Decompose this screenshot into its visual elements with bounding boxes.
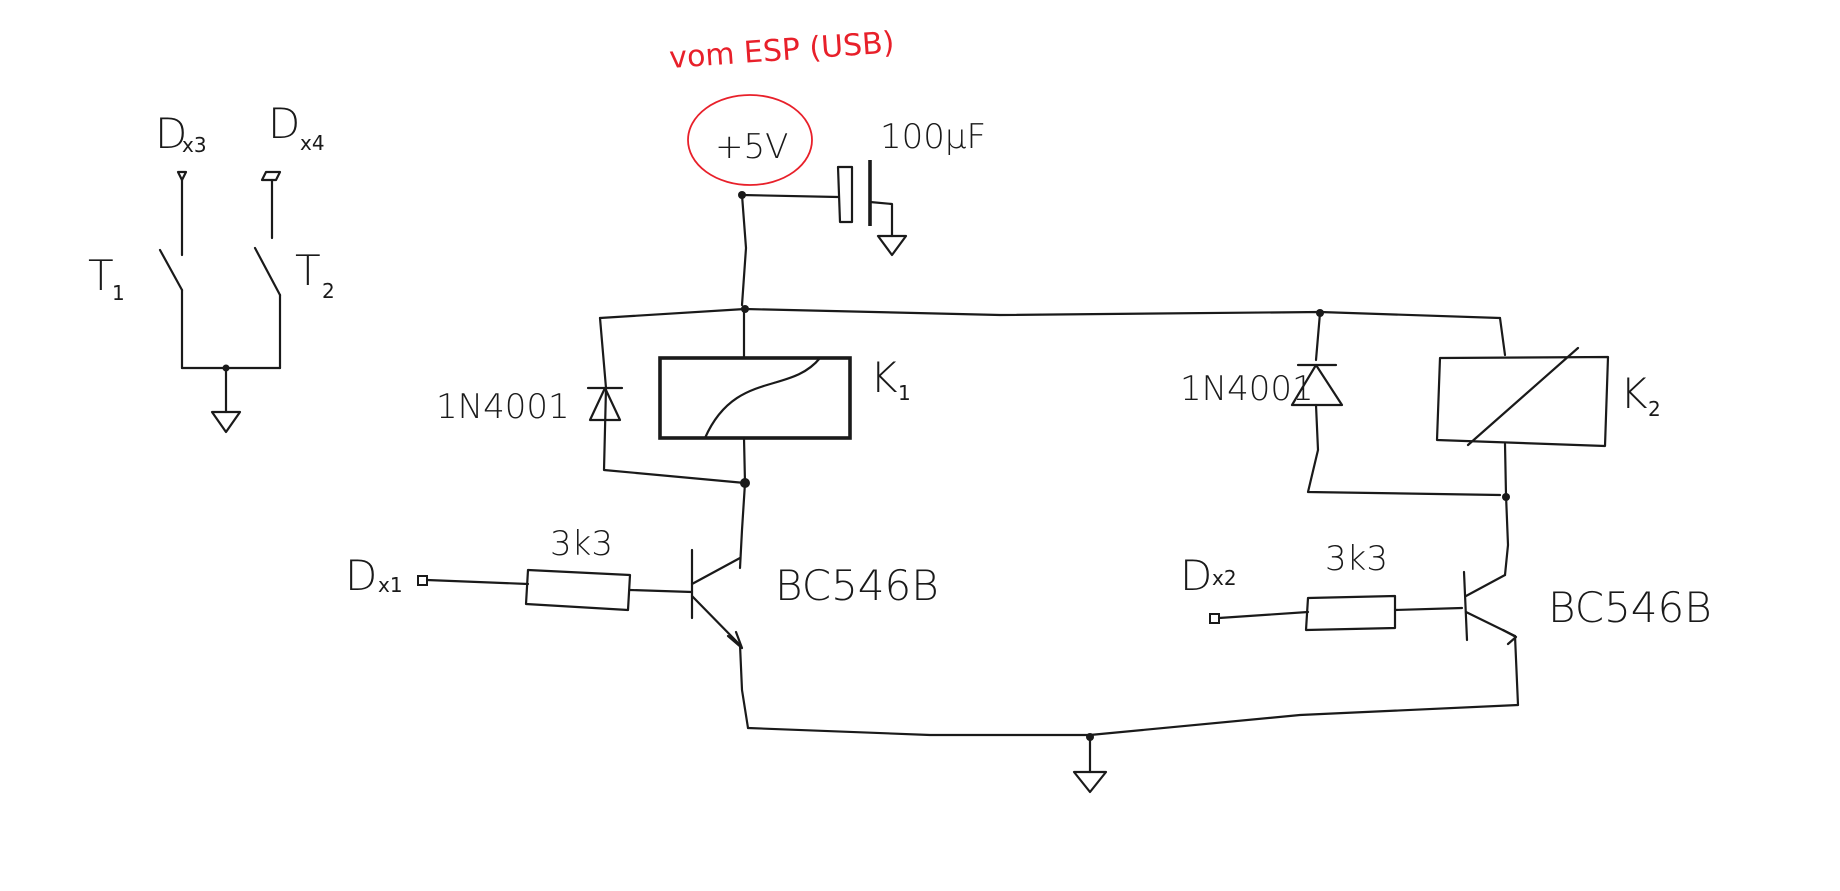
relay-k2: K 2 [1435, 316, 1661, 497]
input-2-label: D [1180, 551, 1212, 600]
switch-2-subscript: 2 [322, 279, 335, 303]
transistor-1-label: BC546B [775, 561, 939, 610]
input-1-label: D [345, 551, 377, 600]
input-4-subscript: x4 [300, 131, 325, 155]
resistor-3k3-right: 3k3 [1304, 539, 1397, 632]
collector-wire-left [738, 436, 747, 570]
ground-symbol-switches [210, 410, 242, 434]
ground-symbol [876, 234, 908, 257]
resistor-2-label: 3k3 [1325, 539, 1388, 579]
input-dx2: D x2 [1180, 551, 1237, 624]
base-wire-left-1 [425, 578, 530, 586]
capacitor-100uF: 100µF [836, 117, 986, 257]
diode-1n4001-left: 1N4001 [436, 316, 747, 485]
supply-highlight-circle [687, 94, 813, 186]
input-3-label: D [155, 109, 187, 158]
resistor-3k3-left: 3k3 [524, 524, 632, 612]
supply-label: +5V [715, 127, 788, 167]
diode-1-label: 1N4001 [436, 387, 570, 427]
base-wire-left-2 [628, 588, 694, 594]
relay-1-subscript: 1 [898, 381, 911, 405]
supply-node: +5V [715, 127, 840, 307]
capacitor-label: 100µF [880, 117, 986, 157]
diode-2-label: 1N4001 [1180, 369, 1314, 409]
transistor-bc546b-right: BC546B [1462, 570, 1712, 646]
input-2-subscript: x2 [1212, 566, 1237, 590]
input-dx1: D x1 [345, 551, 428, 600]
input-3-subscript: x3 [182, 133, 207, 157]
relay-1-label: K [870, 353, 898, 402]
top-rail [598, 307, 1502, 320]
base-wire-right-2 [1393, 606, 1464, 612]
input-1-subscript: x1 [378, 573, 403, 597]
collector-wire-right [1503, 493, 1510, 577]
emitter-wire-left [738, 643, 750, 730]
ground-symbol-main [1072, 770, 1108, 794]
diode-1n4001-right: 1N4001 [1180, 311, 1502, 497]
switch-1-label: T [88, 251, 114, 300]
switch-1-subscript: 1 [112, 281, 125, 305]
transistor-2-label: BC546B [1548, 583, 1712, 632]
pushbutton-t1: D x3 T 1 [88, 109, 207, 370]
relay-k1: K 1 [658, 307, 911, 440]
resistor-1-label: 3k3 [550, 524, 613, 564]
relay-2-subscript: 2 [1648, 397, 1661, 421]
pushbutton-t2: D x4 T 2 [253, 99, 335, 370]
emitter-wire-right [1513, 634, 1520, 707]
relay-2-label: K [1620, 369, 1648, 418]
supply-source-annotation: vom ESP (USB) [668, 25, 895, 76]
base-wire-right-1 [1217, 610, 1310, 620]
bottom-rail [746, 703, 1520, 737]
input-4-label: D [268, 99, 300, 148]
transistor-bc546b-left: BC546B [690, 548, 939, 650]
switch-2-label: T [295, 246, 321, 295]
